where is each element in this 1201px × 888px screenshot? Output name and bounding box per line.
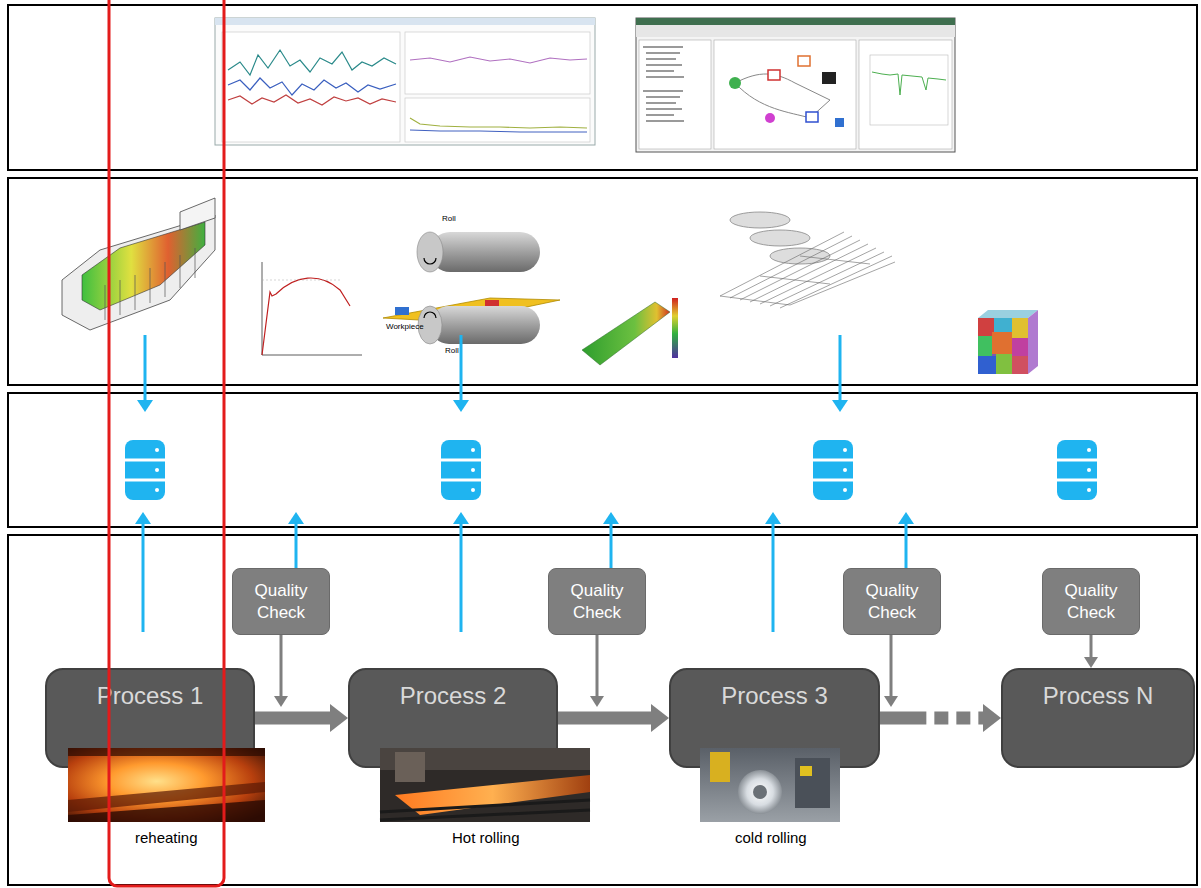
part-label: Roll (442, 214, 456, 224)
flow-arrow (558, 704, 669, 732)
stress-strain-plot (245, 255, 365, 360)
process-label: Process 1 (97, 682, 204, 710)
grain-cube (978, 310, 1038, 374)
process-label: Process 3 (721, 682, 828, 710)
data-arrow (137, 335, 848, 412)
check-label: Quality Check (1051, 580, 1131, 623)
panel (8, 535, 1197, 885)
furnace-model (62, 198, 215, 330)
highlight-frame (109, 0, 224, 886)
photo-caption: Hot rolling (452, 829, 520, 847)
database-icon (125, 440, 1097, 500)
photo-caption: reheating (135, 829, 198, 847)
monitoring-screenshot (215, 18, 595, 145)
check-label: Quality Check (557, 580, 637, 623)
check-label: Quality Check (852, 580, 932, 623)
flow-arrow (255, 704, 348, 732)
cold-rolling-photo (700, 748, 840, 822)
process-label: Process 2 (400, 682, 507, 710)
hot-rolling-photo (380, 748, 590, 822)
check-label: Quality Check (241, 580, 321, 623)
rolling-mill (383, 232, 560, 344)
strip-mesh (720, 212, 895, 308)
quality-check-box: Quality Check (232, 568, 330, 635)
panel (8, 5, 1197, 170)
flow-arrow (1084, 635, 1098, 668)
quality-check-box: Quality Check (1042, 568, 1140, 635)
process-box: Process N (1001, 668, 1195, 768)
panel (8, 178, 1197, 385)
sheet-model (582, 298, 678, 365)
panel (8, 393, 1197, 527)
part-label: Roll (445, 346, 459, 356)
quality-check-box: Quality Check (843, 568, 941, 635)
flow-arrow (880, 704, 1001, 732)
part-label: Workpiece (386, 322, 424, 332)
photo-caption: cold rolling (735, 829, 807, 847)
quality-check-box: Quality Check (548, 568, 646, 635)
reheating-photo (68, 748, 265, 822)
platform-screenshot (636, 18, 955, 152)
process-label: Process N (1043, 682, 1154, 710)
